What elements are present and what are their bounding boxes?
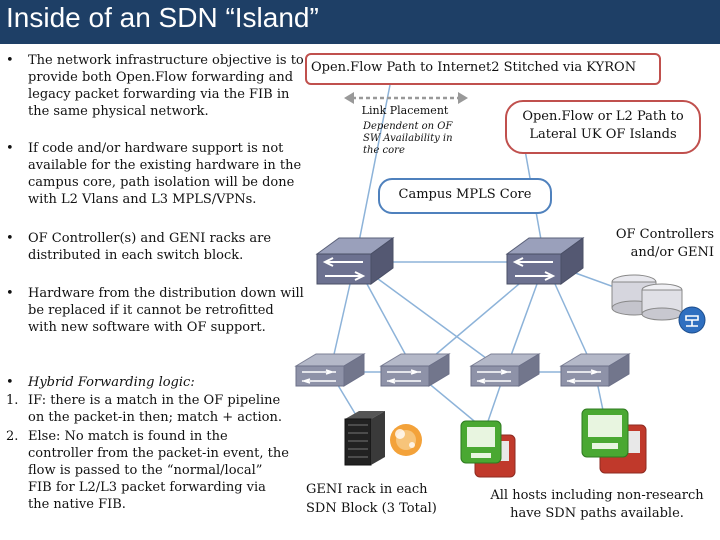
bullet-marker: • bbox=[6, 375, 14, 390]
uplink-left bbox=[354, 84, 391, 263]
dist-link bbox=[354, 261, 506, 373]
distribution-switch-icon bbox=[379, 353, 451, 387]
link-placement-note: Dependent on OF SW Availability in the c… bbox=[363, 121, 453, 156]
title-bar bbox=[0, 0, 720, 44]
bullet-marker: 1. bbox=[6, 393, 19, 408]
core-switch-icon bbox=[315, 237, 395, 285]
openflow-path-label: Open.Flow Path to Internet2 Stitched via… bbox=[311, 60, 637, 75]
bullet-text: The network infrastructure objective is … bbox=[28, 53, 304, 119]
host-computer-icon bbox=[581, 408, 647, 474]
lateral-path-label: Open.Flow or L2 Path to Lateral UK OF Is… bbox=[522, 109, 684, 142]
controller-server-icon bbox=[611, 274, 706, 334]
slide-title: Inside of an SDN “Island” bbox=[6, 2, 319, 33]
lateral-path-box: Open.Flow or L2 Path to Lateral UK OF Is… bbox=[505, 100, 701, 154]
bullet-text: OF Controller(s) and GENI racks are dist… bbox=[28, 231, 272, 263]
openflow-path-box: Open.Flow Path to Internet2 Stitched via… bbox=[305, 53, 661, 85]
bullet-text: Hardware from the distribution down will… bbox=[28, 286, 304, 335]
geni-logo-icon bbox=[390, 424, 422, 456]
bullet-marker: • bbox=[6, 53, 14, 68]
bullet-marker: 2. bbox=[6, 429, 19, 444]
bullet-text: If code and/or hardware support is not a… bbox=[28, 141, 302, 207]
campus-core-label: Campus MPLS Core bbox=[398, 187, 532, 202]
link-placement-arrow bbox=[344, 92, 468, 104]
distribution-switch-icon bbox=[294, 353, 366, 387]
link-placement-label: Link Placement bbox=[361, 104, 449, 117]
bullet-text: Hybrid Forwarding logic: bbox=[28, 375, 195, 390]
bullet-marker: • bbox=[6, 231, 14, 246]
bullet-marker: • bbox=[6, 141, 14, 156]
bullet-marker: • bbox=[6, 286, 14, 301]
core-switch-icon bbox=[505, 237, 585, 285]
controllers-label: OF Controllers and/or GENI bbox=[615, 227, 714, 260]
campus-core-box: Campus MPLS Core bbox=[378, 178, 552, 214]
host-computer-icon bbox=[460, 420, 516, 478]
distribution-switch-icon bbox=[469, 353, 541, 387]
hosts-label: All hosts including non-research have SD… bbox=[490, 488, 704, 521]
geni-rack-icon bbox=[344, 411, 385, 466]
bullet-text: Else: No match is found in the controlle… bbox=[28, 429, 289, 512]
distribution-switch-icon bbox=[559, 353, 631, 387]
bullet-text: IF: there is a match in the OF pipeline … bbox=[28, 393, 282, 425]
geni-rack-label: GENI rack in each SDN Block (3 Total) bbox=[306, 482, 437, 516]
